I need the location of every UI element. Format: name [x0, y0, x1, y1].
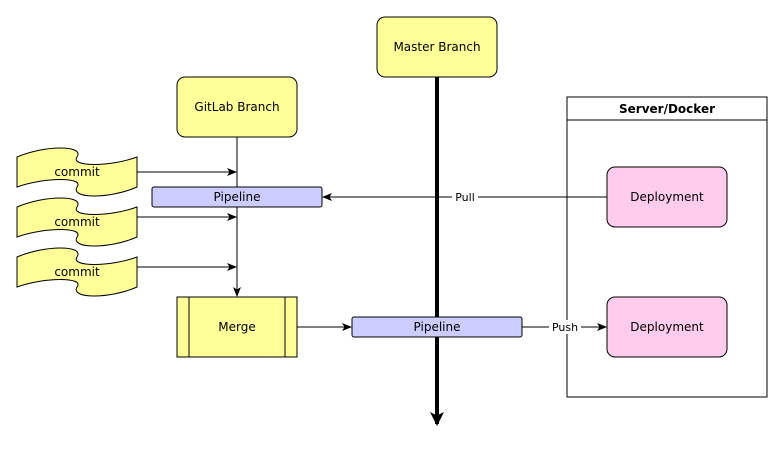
pipeline-branch-node: Pipeline — [151, 186, 323, 208]
server-docker-title: Server/Docker — [619, 102, 715, 116]
deployment-top-node: Deployment — [606, 166, 728, 228]
deployment-top-label: Deployment — [630, 190, 704, 204]
commit-label-1: commit — [54, 165, 100, 179]
commit-node-3: commit — [16, 247, 138, 297]
pipeline-master-node: Pipeline — [351, 316, 523, 338]
deployment-bottom-node: Deployment — [606, 296, 728, 358]
commit-label-2: commit — [54, 215, 100, 229]
deployment-bottom-label: Deployment — [630, 320, 704, 334]
merge-label: Merge — [218, 320, 255, 334]
commit-label-3: commit — [54, 265, 100, 279]
pull-label: Pull — [455, 191, 475, 204]
commit-node-2: commit — [16, 197, 138, 247]
server-docker-container: Server/Docker — [566, 96, 768, 398]
gitlab-branch-node: GitLab Branch — [176, 76, 298, 138]
push-label: Push — [552, 321, 578, 334]
master-branch-node: Master Branch — [376, 16, 498, 78]
gitlab-branch-label: GitLab Branch — [194, 100, 279, 114]
commit-node-1: commit — [16, 147, 138, 197]
pipeline-branch-label: Pipeline — [214, 190, 261, 204]
merge-node: Merge — [176, 296, 298, 358]
pipeline-master-label: Pipeline — [414, 320, 461, 334]
master-branch-label: Master Branch — [393, 40, 480, 54]
